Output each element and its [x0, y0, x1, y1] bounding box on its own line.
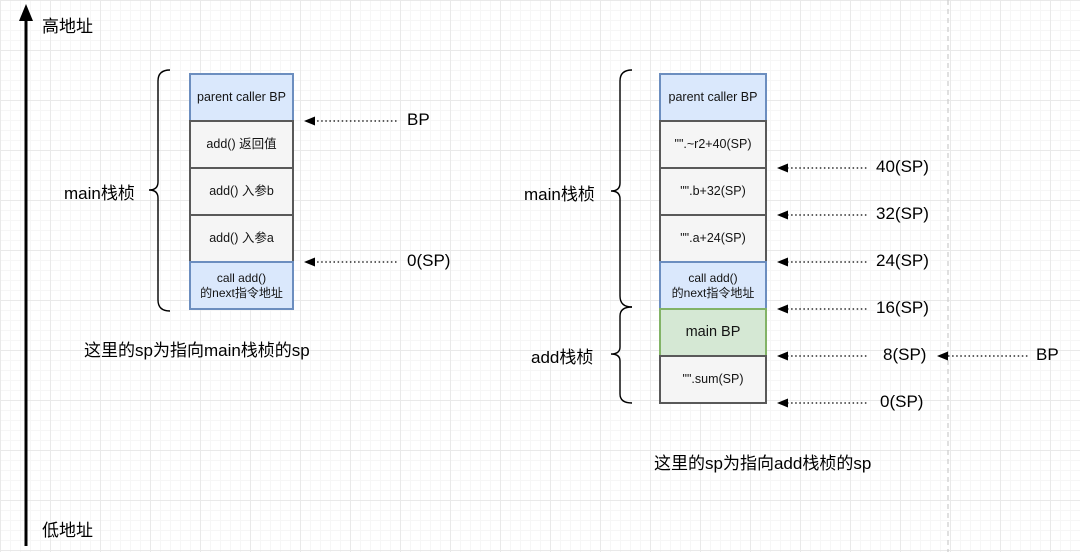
address-axis-arrow: [19, 4, 33, 546]
left-bp-pointer-label: BP: [407, 110, 430, 129]
cell-text-line1: call add(): [688, 270, 738, 285]
right-caption: 这里的sp为指向add栈桢的sp: [654, 454, 872, 473]
left-caption: 这里的sp为指向main栈桢的sp: [84, 341, 310, 360]
cell-text-line2: 的next指令地址: [200, 285, 283, 300]
right-sp0-arrow: [777, 398, 868, 408]
cell-text-line2: 的next指令地址: [671, 285, 755, 300]
right-sp16-arrow: [777, 304, 868, 314]
right-sp8-pointer-label: 8(SP): [883, 345, 927, 364]
right-cell-a-24sp: "".a+24(SP): [659, 214, 767, 263]
cell-text: parent caller BP: [668, 89, 758, 104]
right-main-frame-brace: [610, 69, 633, 308]
right-cell-main-bp: main BP: [659, 308, 767, 357]
cell-text: add() 入参a: [209, 230, 274, 245]
left-cell-parent-caller-bp: parent caller BP: [189, 73, 294, 122]
left-sp0-pointer-label: 0(SP): [407, 251, 451, 270]
high-address-label: 高地址: [42, 17, 93, 36]
right-add-frame-label: add栈桢: [531, 348, 594, 367]
left-cell-add-param-a: add() 入参a: [189, 214, 294, 263]
left-main-frame-brace: [148, 69, 171, 312]
cell-text: "".sum(SP): [682, 371, 744, 386]
right-cell-call-add-next-addr: call add() 的next指令地址: [659, 261, 767, 310]
cell-text: "".b+32(SP): [680, 183, 746, 198]
right-sp32-arrow: [777, 210, 868, 220]
cell-text: main BP: [685, 324, 741, 341]
low-address-label: 低地址: [42, 521, 93, 540]
left-bp-arrow: [304, 116, 399, 126]
right-sp16-pointer-label: 16(SP): [876, 298, 929, 317]
right-main-frame-label: main栈桢: [524, 185, 595, 204]
right-bp-pointer-label: BP: [1036, 345, 1059, 364]
left-cell-call-add-next-addr: call add() 的next指令地址: [189, 261, 294, 310]
cell-text: "".a+24(SP): [680, 230, 746, 245]
cell-text: "".~r2+40(SP): [674, 136, 752, 151]
cell-text-line1: call add(): [216, 270, 267, 285]
cell-text: add() 返回值: [206, 136, 277, 151]
right-sp24-arrow: [777, 257, 868, 267]
cell-text: parent caller BP: [197, 89, 286, 104]
right-sp8-arrow: [777, 351, 868, 361]
right-cell-b-32sp: "".b+32(SP): [659, 167, 767, 216]
right-sp40-arrow: [777, 163, 868, 173]
right-sp32-pointer-label: 32(SP): [876, 204, 929, 223]
right-sp0-pointer-label: 0(SP): [880, 392, 924, 411]
right-bp-arrow: [937, 351, 1028, 361]
right-cell-r2-40sp: "".~r2+40(SP): [659, 120, 767, 169]
left-cell-add-return-value: add() 返回值: [189, 120, 294, 169]
cell-text: add() 入参b: [209, 183, 274, 198]
right-cell-sum-sp: "".sum(SP): [659, 355, 767, 404]
left-cell-add-param-b: add() 入参b: [189, 167, 294, 216]
left-sp0-arrow: [304, 257, 399, 267]
right-sp40-pointer-label: 40(SP): [876, 157, 929, 176]
right-cell-parent-caller-bp: parent caller BP: [659, 73, 767, 122]
right-add-frame-brace: [610, 306, 633, 404]
left-main-frame-label: main栈桢: [64, 184, 135, 203]
right-sp24-pointer-label: 24(SP): [876, 251, 929, 270]
